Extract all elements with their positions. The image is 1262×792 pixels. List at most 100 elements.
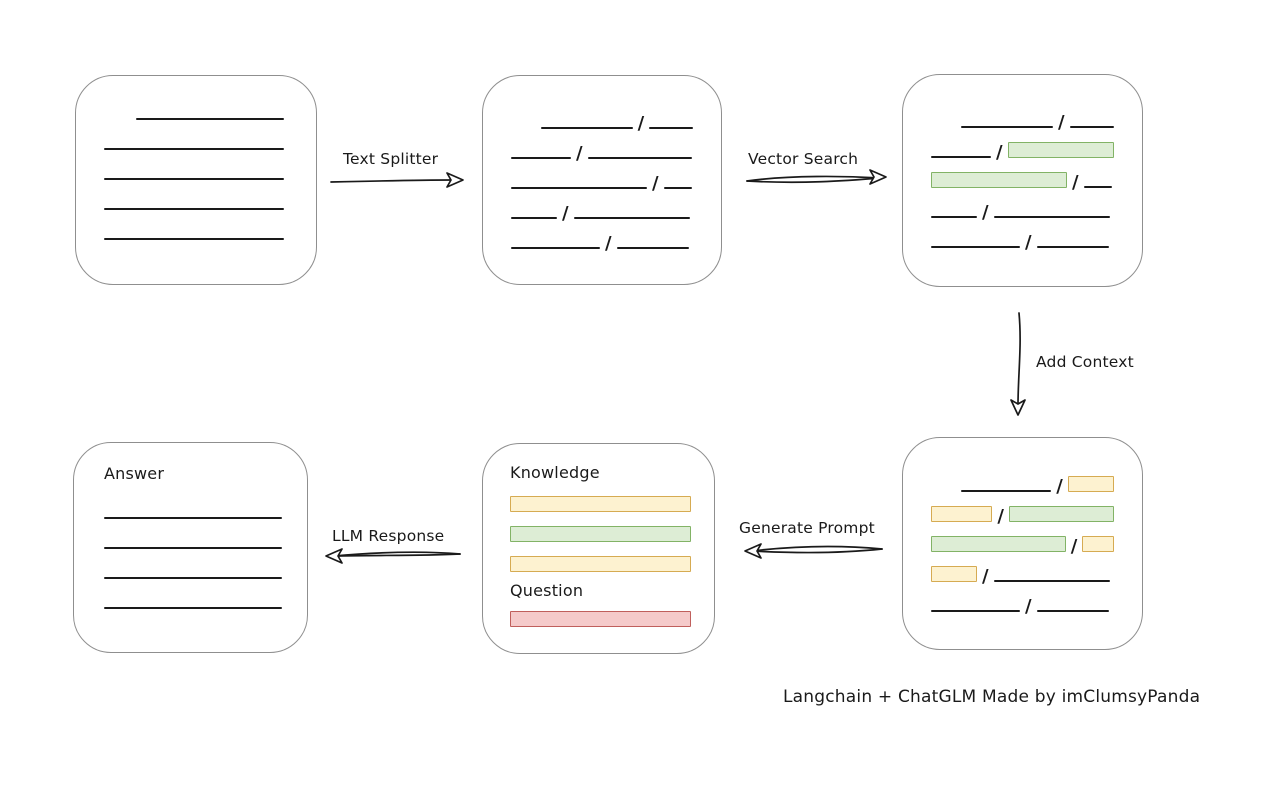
text-line <box>104 238 284 240</box>
chunk-row <box>104 210 288 240</box>
text-line <box>1036 246 1109 248</box>
generate-prompt-label: Generate Prompt <box>739 519 875 537</box>
text-line <box>511 217 557 219</box>
text-line <box>931 610 1020 612</box>
text-line <box>1083 186 1112 188</box>
vector-search-arrow <box>746 169 887 185</box>
slash-separator: / <box>982 202 989 223</box>
chunk-row: / <box>931 582 1114 616</box>
slash-separator: / <box>576 143 583 164</box>
vector-result-lines: / / / / / <box>903 75 1142 253</box>
chunk-row: / <box>511 189 693 224</box>
caption-text: Langchain + ChatGLM Made by imClumsyPand… <box>783 687 1201 707</box>
text-line <box>104 178 284 180</box>
text-line <box>104 517 282 519</box>
yellow-chunk <box>1067 476 1114 492</box>
chunk-row <box>104 519 282 549</box>
slash-separator: / <box>637 113 645 134</box>
answer-box: Answer <box>73 442 308 653</box>
text-line <box>649 127 693 129</box>
chunk-row: / <box>931 128 1114 163</box>
chunk-row: / <box>511 159 693 194</box>
chunk-row <box>510 512 691 542</box>
slash-separator: / <box>997 506 1004 527</box>
slash-separator: / <box>562 203 569 224</box>
chunk-row <box>104 489 282 519</box>
text-line <box>541 127 633 129</box>
yellow-chunk <box>931 506 993 522</box>
text-line <box>511 247 600 249</box>
chunk-row: / <box>931 522 1114 557</box>
text-line <box>104 208 284 210</box>
generate-prompt-arrow <box>744 543 883 559</box>
slash-separator: / <box>1025 232 1032 253</box>
knowledge-bars <box>510 482 691 572</box>
knowledge-label: Knowledge <box>510 463 600 482</box>
chunk-row: / <box>511 99 693 134</box>
context-result-lines: ///// <box>903 438 1142 616</box>
answer-lines <box>104 489 282 609</box>
text-line <box>616 247 689 249</box>
slash-separator: / <box>996 142 1003 163</box>
text-splitter-arrow <box>330 172 464 188</box>
text-line <box>587 157 692 159</box>
llm-response-arrow <box>325 548 461 564</box>
vector-search-label: Vector Search <box>748 150 859 168</box>
yellow-chunk <box>510 556 691 572</box>
chunk-row <box>104 549 282 579</box>
split-text-lines: / / / / / <box>483 76 721 254</box>
slash-separator: / <box>1072 172 1079 193</box>
chunk-row <box>104 180 288 210</box>
vector-result-box: / / / / / <box>902 74 1143 287</box>
chunk-row <box>104 579 282 609</box>
document-lines <box>76 76 316 240</box>
chunk-row: / <box>931 98 1114 132</box>
chunk-row: / <box>931 462 1114 497</box>
split-text-box: / / / / / <box>482 75 722 285</box>
prompt-box: Knowledge Question <box>482 443 715 654</box>
green-chunk <box>1007 142 1114 158</box>
text-line <box>1069 126 1114 128</box>
text-line <box>663 187 692 189</box>
chunk-row: / <box>511 129 693 164</box>
context-result-box: ///// <box>902 437 1143 650</box>
text-line <box>104 607 282 609</box>
green-chunk <box>510 526 691 542</box>
add-context-label: Add Context <box>1036 353 1134 371</box>
slash-separator: / <box>1056 476 1063 497</box>
question-label: Question <box>510 581 584 600</box>
text-line <box>511 157 571 159</box>
text-line <box>993 216 1110 218</box>
chunk-row: / <box>931 492 1114 527</box>
chunk-row: / <box>931 552 1114 587</box>
answer-label: Answer <box>104 464 165 483</box>
text-line <box>104 148 284 150</box>
text-line <box>104 577 282 579</box>
slash-separator: / <box>605 233 612 254</box>
text-line <box>573 217 690 219</box>
chunk-row <box>104 120 288 150</box>
text-line <box>104 547 282 549</box>
green-chunk <box>1009 506 1114 522</box>
chunk-row <box>104 90 288 120</box>
text-line <box>511 187 647 189</box>
red-chunk <box>510 611 691 627</box>
slash-separator: / <box>652 173 659 194</box>
text-line <box>931 246 1020 248</box>
chunk-row <box>510 542 691 572</box>
chunk-row <box>510 482 691 512</box>
question-bars <box>510 600 691 627</box>
slash-separator: / <box>982 566 989 587</box>
add-context-arrow <box>1010 312 1026 416</box>
chunk-row: / <box>931 218 1114 253</box>
text-line <box>931 156 991 158</box>
green-chunk <box>931 536 1066 552</box>
text-line <box>961 126 1053 128</box>
llm-response-label: LLM Response <box>332 527 445 545</box>
text-splitter-label: Text Splitter <box>343 150 439 168</box>
slash-separator: / <box>1070 536 1078 557</box>
chunk-row <box>104 150 288 180</box>
text-line <box>993 580 1110 582</box>
chunk-row <box>510 600 691 627</box>
